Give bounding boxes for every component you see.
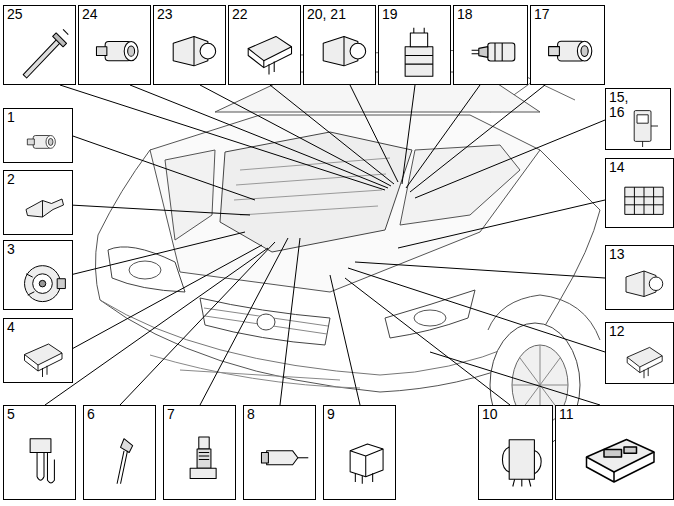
- part-box: 3: [3, 240, 73, 310]
- part-icon: [338, 422, 390, 497]
- callout-number: 7: [164, 406, 235, 423]
- leader-line: [345, 278, 510, 405]
- part-box: 12: [605, 322, 674, 384]
- part-icon: [98, 422, 150, 497]
- callout-number: 17: [531, 6, 604, 23]
- part-icon: [18, 335, 67, 380]
- callout-number: 24: [79, 6, 150, 23]
- part-icon: [620, 175, 668, 225]
- part-icon: [393, 22, 445, 82]
- callout-number: 23: [154, 6, 225, 23]
- callout-number: 25: [4, 6, 75, 23]
- leader-line: [200, 85, 391, 186]
- part-icon: [168, 22, 220, 82]
- part-icon: [178, 422, 230, 497]
- callout-number: 10: [479, 406, 552, 423]
- part-icon: [243, 22, 295, 82]
- callout-number: 6: [84, 406, 155, 423]
- part-box: 10: [478, 405, 553, 500]
- part-box: 17: [530, 5, 605, 85]
- callout-number: 15, 16: [606, 89, 636, 122]
- part-box: 18: [453, 5, 528, 85]
- part-box: 19: [378, 5, 451, 85]
- part-box: 20, 21: [303, 5, 376, 85]
- part-icon: [18, 257, 67, 307]
- part-box: 5: [3, 405, 76, 500]
- part-icon: [620, 262, 668, 307]
- part-icon: [545, 22, 599, 82]
- leader-line: [120, 242, 275, 405]
- part-box: 13: [605, 245, 674, 310]
- callout-number: 5: [4, 406, 75, 423]
- part-box: 6: [83, 405, 156, 500]
- leader-line: [45, 248, 268, 405]
- part-icon: [18, 187, 67, 232]
- callout-number: 3: [4, 241, 72, 258]
- callout-number: 2: [4, 171, 72, 188]
- leader-line: [330, 275, 360, 405]
- leader-line: [70, 245, 262, 350]
- part-icon: [93, 22, 145, 82]
- part-icon: [468, 22, 522, 82]
- callout-number: 9: [324, 406, 395, 423]
- part-icon: [620, 105, 668, 147]
- leader-line: [130, 85, 388, 188]
- callout-number: 22: [229, 6, 300, 23]
- part-icon: [620, 339, 668, 381]
- part-box: 24: [78, 5, 151, 85]
- part-box: 15, 16: [605, 88, 671, 150]
- callout-number: 18: [454, 6, 527, 23]
- callout-number: 1: [4, 109, 72, 126]
- leader-line: [406, 85, 480, 188]
- callout-number: 12: [606, 323, 673, 340]
- part-box: 23: [153, 5, 226, 85]
- callout-number: 11: [556, 406, 673, 423]
- part-box: 11: [555, 405, 674, 500]
- part-box: 9: [323, 405, 396, 500]
- callout-number: 4: [4, 319, 72, 336]
- part-icon: [18, 22, 70, 82]
- leader-line: [270, 85, 394, 184]
- leader-line: [402, 85, 415, 184]
- leader-line: [415, 120, 605, 198]
- leader-line: [398, 200, 605, 248]
- leader-line: [200, 238, 288, 405]
- leader-line: [280, 238, 300, 405]
- part-box: 22: [228, 5, 301, 85]
- part-box: 4: [3, 318, 73, 383]
- part-icon: [18, 422, 70, 497]
- part-box: 2: [3, 170, 73, 235]
- part-box: 1: [3, 108, 73, 163]
- leader-line: [70, 205, 250, 215]
- leader-line: [430, 352, 600, 405]
- part-icon: [318, 22, 370, 82]
- part-box: 8: [243, 405, 316, 500]
- part-icon: [18, 125, 67, 160]
- callout-number: 19: [379, 6, 450, 23]
- callout-number: 8: [244, 406, 315, 423]
- leader-line: [350, 85, 398, 182]
- callout-number: 20, 21: [304, 6, 375, 23]
- leader-line: [410, 85, 545, 192]
- part-icon: [258, 422, 310, 497]
- part-box: 14: [605, 158, 674, 228]
- leader-line: [355, 262, 605, 278]
- part-icon: [570, 422, 668, 497]
- part-box: 25: [3, 5, 76, 85]
- leader-line: [70, 135, 255, 200]
- part-box: 7: [163, 405, 236, 500]
- callout-number: 13: [606, 246, 673, 263]
- callout-number: 14: [606, 159, 673, 176]
- part-icon: [493, 422, 547, 497]
